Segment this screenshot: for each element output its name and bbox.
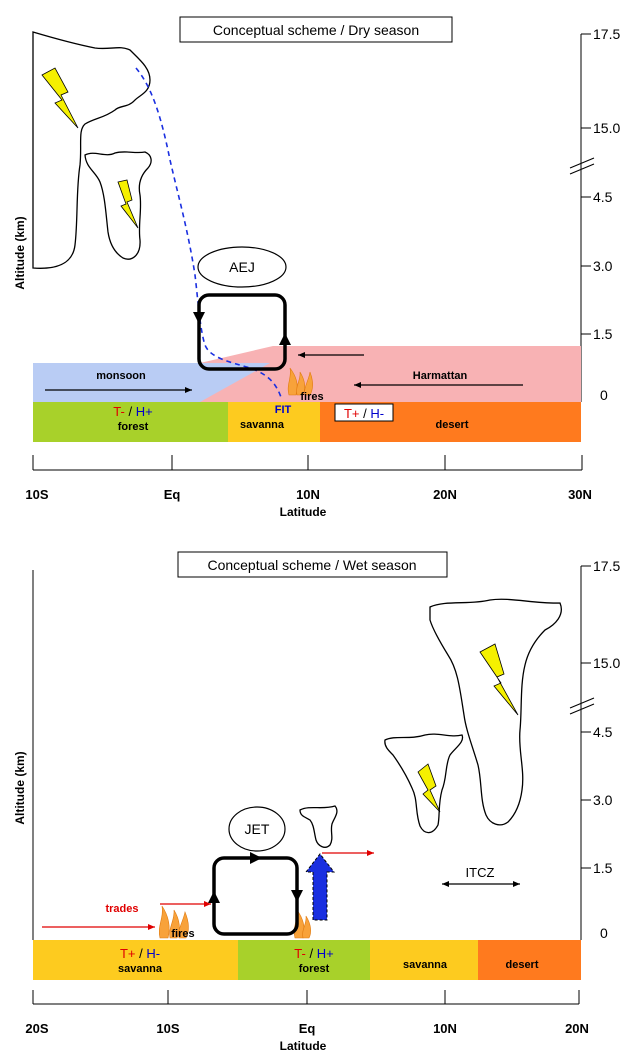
wet-savanna-north-label: savanna [403, 959, 448, 971]
wet-tower-cloud [429, 598, 562, 826]
wet-cell-arrowhead-right [250, 852, 262, 864]
wet-title-box: Conceptual scheme / Wet season [177, 551, 448, 578]
dry-zone-savanna [228, 402, 320, 442]
wet-alt-tick-label: 17.5 [593, 558, 620, 574]
dry-y-axis-label: Altitude (km) [13, 216, 27, 289]
dry-monsoon-layer [33, 363, 270, 402]
wet-alt-tick-label: 1.5 [593, 860, 613, 876]
wet-alt-tick-label: 15.0 [593, 655, 620, 671]
wet-medium-cloud [384, 733, 464, 834]
wet-trades-label: trades [105, 903, 138, 915]
dry-small-cloud [84, 151, 152, 260]
dry-title-box: Conceptual scheme / Dry season [179, 16, 453, 43]
dry-zone-forest [33, 402, 228, 442]
wet-lightning-icon [417, 763, 441, 813]
wet-zone-desert [478, 940, 581, 980]
dry-lat-tick-label: Eq [164, 487, 181, 502]
wet-small-cloud [299, 805, 338, 848]
wet-forest-thermo: T- / H+ [294, 946, 333, 961]
wet-y-axis-label: Altitude (km) [13, 751, 27, 824]
dry-alt-tick-label: 3.0 [593, 258, 613, 274]
dry-harmattan-label: Harmattan [413, 370, 468, 382]
dry-fires-label: fires [300, 391, 323, 403]
wet-latitude-axis [32, 990, 580, 1005]
wet-fires-label: fires [171, 928, 194, 940]
wet-savanna-thermo: T+ / H- [120, 946, 160, 961]
dry-circulation-cell [197, 293, 287, 371]
dry-desert-thermo-box [334, 403, 394, 422]
wet-circulation-cell [212, 856, 299, 936]
wet-lat-tick-label: Eq [299, 1021, 316, 1036]
dry-alt-tick-label: 0 [600, 387, 608, 403]
wet-desert-label: desert [505, 959, 538, 971]
dry-cell-arrowhead-up [279, 333, 291, 345]
dry-fit-label: FIT [275, 404, 292, 416]
dry-lat-tick-label: 20N [433, 487, 457, 502]
dry-lat-tick-label: 30N [568, 487, 592, 502]
wet-season-panel: Conceptual scheme / Wet season Altitude … [13, 551, 620, 1053]
wet-title: Conceptual scheme / Wet season [207, 557, 416, 573]
dry-cell-arrowhead-down [193, 312, 205, 324]
wet-alt-tick-label: 0 [600, 925, 608, 941]
dry-desert-thermo: T+ / H- [344, 406, 384, 421]
wet-zone-savanna-south [33, 940, 238, 980]
wet-savanna-south-label: savanna [118, 963, 163, 975]
dry-lightning-icon [117, 179, 139, 229]
dry-x-axis-label: Latitude [280, 505, 327, 519]
wet-itcz-label: ITCZ [466, 865, 495, 880]
wet-zone-forest [238, 940, 370, 980]
wet-altitude-axis [569, 565, 595, 940]
wet-alt-tick-label: 4.5 [593, 724, 613, 740]
dry-fire-icon [287, 367, 313, 396]
dry-jet-label: AEJ [229, 259, 255, 275]
wet-cell-arrowhead-up [208, 891, 220, 903]
dry-savanna-label: savanna [240, 419, 285, 431]
dry-alt-tick-label: 4.5 [593, 189, 613, 205]
dry-desert-label: desert [435, 419, 468, 431]
dry-altitude-axis [569, 33, 595, 402]
dry-title: Conceptual scheme / Dry season [213, 22, 419, 38]
wet-jet-label: JET [245, 821, 270, 837]
dry-alt-tick-label: 1.5 [593, 326, 613, 342]
dry-alt-tick-label: 17.5 [593, 26, 620, 42]
wet-lightning-icon [479, 643, 519, 716]
dry-forest-label: forest [118, 421, 149, 433]
wet-lat-tick-label: 10N [433, 1021, 457, 1036]
dry-lat-tick-label: 10S [25, 487, 48, 502]
wet-lat-tick-label: 20S [25, 1021, 48, 1036]
dry-fit-line [135, 67, 283, 401]
dry-season-panel: Conceptual scheme / Dry season Altitude … [13, 16, 620, 519]
wet-forest-label: forest [299, 963, 330, 975]
wet-cell-arrowhead-down [291, 890, 303, 902]
wet-zone-savanna-north [370, 940, 478, 980]
wet-fire-icon [159, 905, 189, 939]
wet-x-axis-label: Latitude [280, 1039, 327, 1053]
wet-lat-tick-label: 20N [565, 1021, 589, 1036]
dry-harmattan-layer [200, 346, 581, 402]
dry-monsoon-label: monsoon [96, 370, 146, 382]
wet-uplift-arrow [304, 853, 336, 921]
wet-lat-tick-label: 10S [156, 1021, 179, 1036]
wet-jet-ellipse [228, 806, 286, 852]
dry-alt-tick-label: 15.0 [593, 120, 620, 136]
dry-latitude-axis [32, 455, 583, 471]
wet-alt-tick-label: 3.0 [593, 792, 613, 808]
dry-lightning-icon [41, 67, 79, 129]
dry-forest-thermo: T- / H+ [113, 404, 152, 419]
dry-lat-tick-label: 10N [296, 487, 320, 502]
dry-jet-ellipse [197, 246, 287, 288]
